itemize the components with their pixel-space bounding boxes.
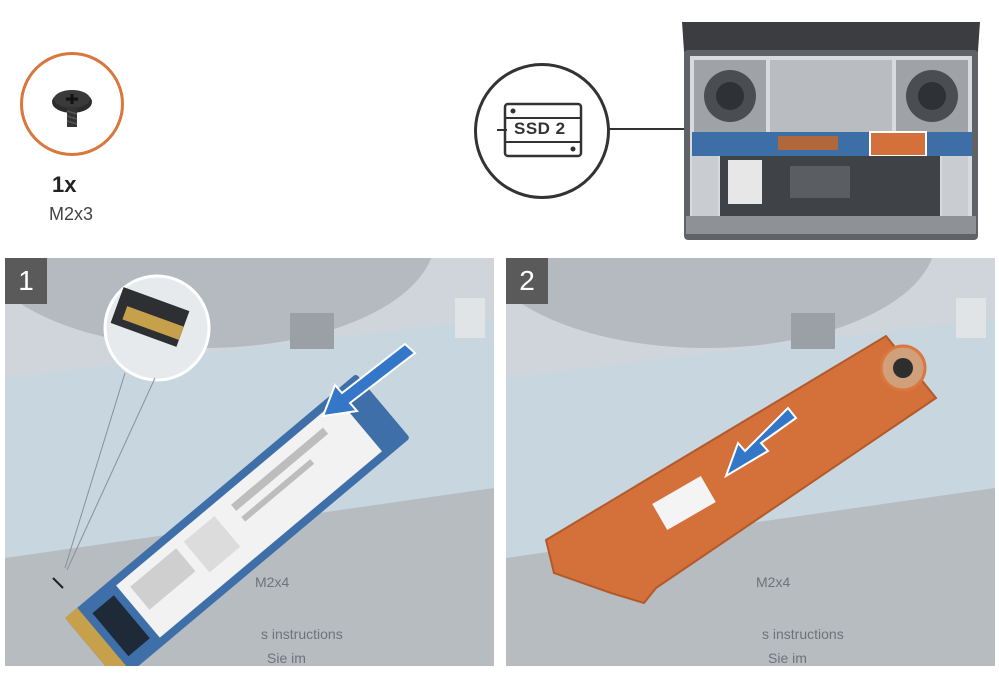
screw-size-label: M2x3 <box>49 204 94 224</box>
ssd-icon <box>497 102 583 158</box>
screw-icon <box>52 90 92 127</box>
board-text-sie-im: Sie im <box>267 650 306 666</box>
ssd-label: SSD 2 <box>514 119 566 138</box>
screw-callout-circle <box>20 52 124 156</box>
step-2-illustration <box>506 258 995 666</box>
screw-quantity: 1x <box>52 172 77 197</box>
step-1-badge: 1 <box>5 258 47 304</box>
laptop-base-illustration <box>682 22 980 240</box>
push-arrow-icon <box>321 342 417 418</box>
board-label-m2x4: M2x4 <box>756 574 791 590</box>
board-label-m2x4: M2x4 <box>255 574 290 590</box>
board-text-instructions: s instructions <box>261 626 343 642</box>
step-1-panel: 1 M2x4 s instructions Sie im <box>5 258 494 666</box>
board-text-sie-im: Sie im <box>768 650 807 666</box>
ssd-callout-circle <box>474 63 610 199</box>
step-2-panel: 2 M2x4 s instructions Sie im <box>506 258 995 666</box>
slide-arrow-icon <box>724 406 798 479</box>
step-1-illustration <box>5 258 494 666</box>
board-text-instructions: s instructions <box>762 626 844 642</box>
step-2-badge: 2 <box>506 258 548 304</box>
